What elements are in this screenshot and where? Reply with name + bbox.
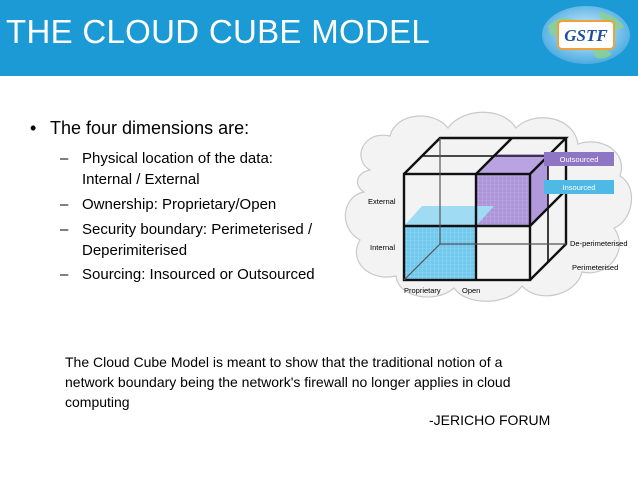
outsourced-region bbox=[476, 174, 530, 226]
outsourced-label-box bbox=[544, 152, 614, 166]
slide-title: THE CLOUD CUBE MODEL bbox=[6, 13, 431, 50]
sub-bullet-line: Deperimiterised bbox=[82, 242, 188, 259]
sub-bullet-line: Physical location of the data: bbox=[82, 150, 273, 167]
insourced-label-box bbox=[544, 180, 614, 194]
internal-label: Internal bbox=[370, 243, 395, 252]
perimeterised-label: Perimeterised bbox=[572, 263, 618, 272]
bullet-main: • The four dimensions are: bbox=[30, 118, 249, 139]
sub-bullet-line: Ownership: Proprietary/Open bbox=[82, 196, 277, 213]
sub-bullet-line: Internal / External bbox=[82, 171, 200, 188]
bullet-dot: • bbox=[30, 118, 37, 138]
bullet-main-text: The four dimensions are: bbox=[50, 118, 250, 138]
open-label: Open bbox=[462, 286, 480, 295]
proprietary-label: Proprietary bbox=[404, 286, 441, 295]
de-perimeterised-label: De-perimeterised bbox=[570, 239, 628, 248]
svg-text:GSTF: GSTF bbox=[564, 26, 608, 45]
outsourced-label: Outsourced bbox=[560, 155, 599, 164]
sub-bullet-line: Sourcing: Insourced or Outsourced bbox=[82, 266, 315, 283]
bullet-list: • The four dimensions are: – Physical loc… bbox=[0, 0, 345, 300]
slide-header: THE CLOUD CUBE MODEL GSTF bbox=[0, 0, 638, 76]
quote-text: The Cloud Cube Model is meant to show th… bbox=[65, 354, 511, 410]
sub-bullet-line: Security boundary: Perimeterised / bbox=[82, 221, 313, 238]
cloud-cube-diagram: Outsourced Insourced External Internal D… bbox=[344, 111, 633, 302]
gstf-logo: GSTF bbox=[542, 6, 630, 64]
external-label: External bbox=[368, 197, 396, 206]
quote-attribution: -JERICHO FORUM bbox=[429, 412, 551, 428]
sub-bullet-security: – Security boundary: Perimeterised / Dep… bbox=[60, 219, 345, 261]
sub-bullet-location: – Physical location of the data: Interna… bbox=[60, 148, 345, 190]
sub-bullet-sourcing: – Sourcing: Insourced or Outsourced bbox=[60, 264, 345, 285]
sub-bullet-ownership: – Ownership: Proprietary/Open bbox=[60, 194, 345, 215]
insourced-label: Insourced bbox=[563, 183, 596, 192]
insourced-region bbox=[404, 226, 476, 280]
